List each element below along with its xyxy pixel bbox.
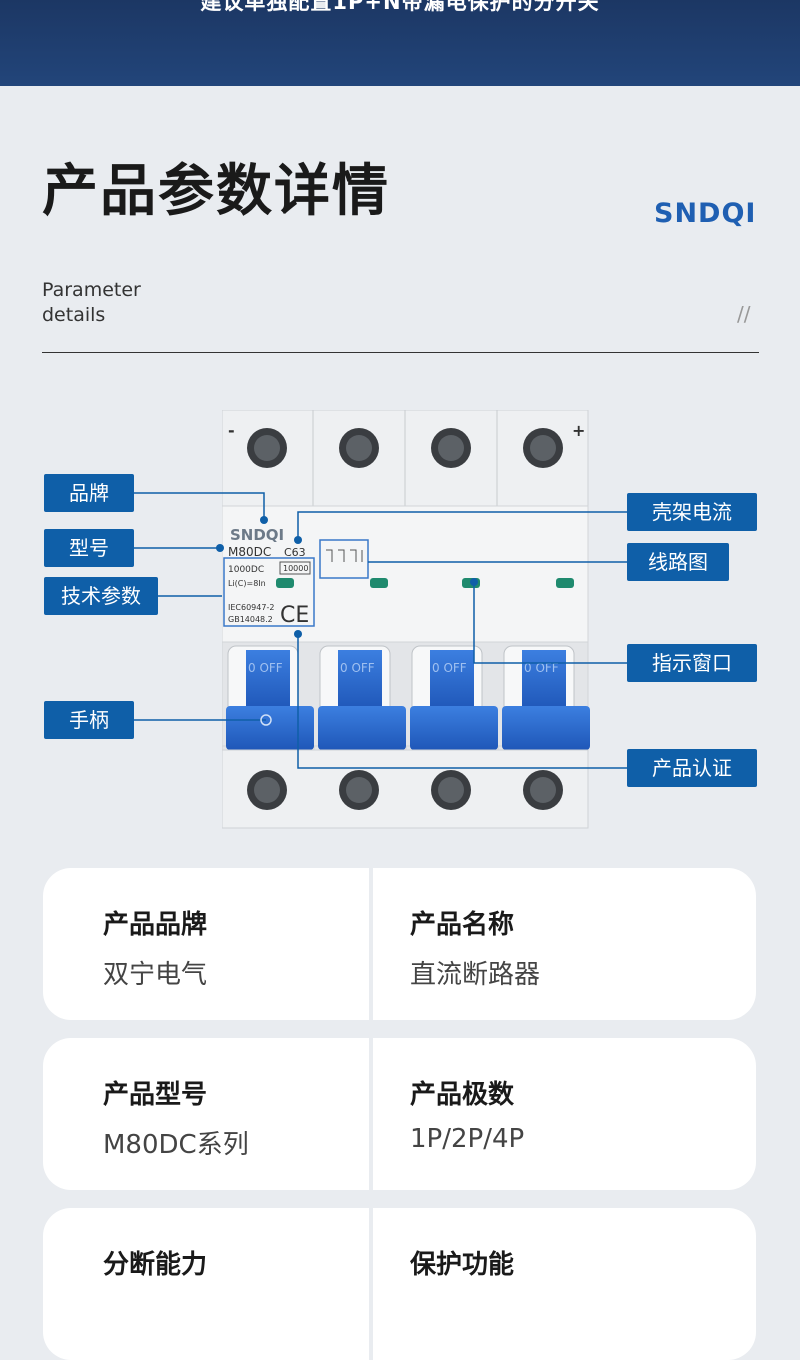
label-handle: 手柄 <box>44 701 134 739</box>
card-divider <box>369 1208 373 1360</box>
wiring-diagram-box <box>319 539 369 579</box>
device-rating: C63 <box>284 546 306 559</box>
spec-key: 产品极数 <box>410 1080 515 1110</box>
spec-card-2: 产品型号 M80DC系列 产品极数 1P/2P/4P <box>43 1038 756 1190</box>
label-model: 型号 <box>44 529 134 567</box>
off-text-4: 0 OFF <box>524 661 559 675</box>
card-divider <box>369 1038 373 1190</box>
label-certification: 产品认证 <box>627 749 757 787</box>
plus-sign: + <box>572 421 585 440</box>
bottom-screws <box>247 770 563 810</box>
spec-card-3: 分断能力 保护功能 <box>43 1208 756 1360</box>
off-text-2: 0 OFF <box>340 661 375 675</box>
spec-key: 产品品牌 <box>103 910 208 940</box>
banner-text: 建议单独配置1P+N带漏电保护的分开关 <box>200 0 600 14</box>
card-divider <box>369 868 373 1020</box>
page-title: 产品参数详情 <box>42 159 390 224</box>
spec-cell: 产品极数 1P/2P/4P <box>400 1038 756 1190</box>
breaker-illustration: - + SNDQI M80DC C63 1000DC 10000 Li(C)=8… <box>222 410 590 829</box>
off-text-1: 0 OFF <box>248 661 283 675</box>
subtitle-line-1: Parameter <box>42 279 141 301</box>
decor-slashes: // <box>737 302 751 326</box>
label-brand: 品牌 <box>44 474 134 512</box>
label-wiring-diagram: 线路图 <box>627 543 729 581</box>
subtitle-line-2: details <box>42 304 106 326</box>
device-capacity: 10000 <box>283 564 308 573</box>
ce-mark: CE <box>280 603 309 628</box>
spec-cell: 产品品牌 双宁电气 <box>43 868 399 1020</box>
brand-logo: SNDQI <box>654 198 757 229</box>
spec-value: 直流断路器 <box>410 960 541 990</box>
device-std-2: GB14048.2 <box>228 615 273 624</box>
spec-cell: 产品名称 直流断路器 <box>400 868 756 1020</box>
spec-key: 产品名称 <box>410 910 515 940</box>
section-rule <box>42 352 759 353</box>
minus-sign: - <box>228 421 235 440</box>
top-screws <box>247 428 563 468</box>
spec-cell: 分断能力 <box>43 1208 399 1360</box>
spec-value: M80DC系列 <box>103 1130 249 1160</box>
label-indicator-window: 指示窗口 <box>627 644 757 682</box>
off-text-3: 0 OFF <box>432 661 467 675</box>
device-voltage: 1000DC <box>228 565 264 575</box>
spec-cell: 产品型号 M80DC系列 <box>43 1038 399 1190</box>
spec-value: 双宁电气 <box>103 960 208 990</box>
spec-cell: 保护功能 <box>400 1208 756 1360</box>
subtitle-english: Parameter details <box>42 278 141 328</box>
label-frame-current: 壳架电流 <box>627 493 757 531</box>
top-banner: 建议单独配置1P+N带漏电保护的分开关 <box>0 0 800 86</box>
device-model: M80DC <box>228 545 271 559</box>
label-tech-params: 技术参数 <box>44 577 158 615</box>
spec-key: 分断能力 <box>103 1250 208 1280</box>
spec-key: 保护功能 <box>410 1250 515 1280</box>
tech-params-box <box>223 557 315 627</box>
spec-value: 1P/2P/4P <box>410 1124 525 1154</box>
device-std-1: IEC60947-2 <box>228 603 274 612</box>
device-brand: SNDQI <box>230 526 284 544</box>
spec-card-1: 产品品牌 双宁电气 产品名称 直流断路器 <box>43 868 756 1020</box>
spec-key: 产品型号 <box>103 1080 208 1110</box>
device-curve: Li(C)=8In <box>228 579 266 588</box>
